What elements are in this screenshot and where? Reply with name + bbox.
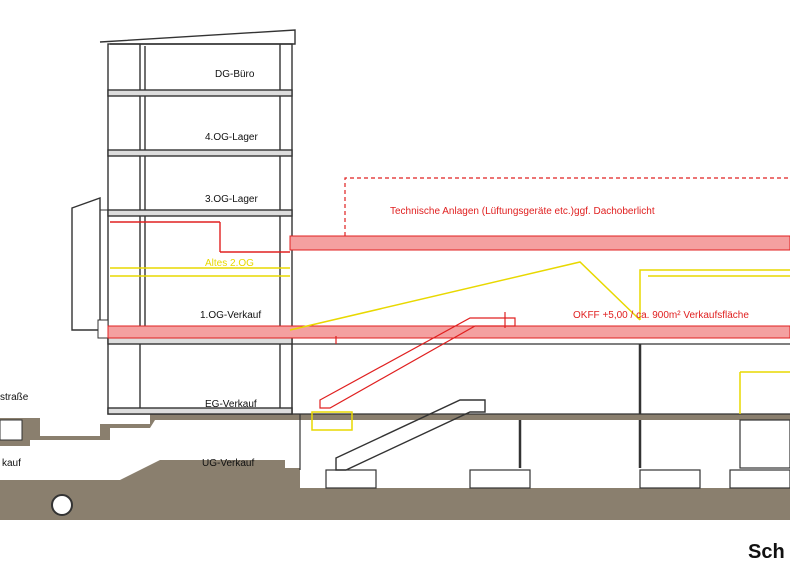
building-tower <box>99 29 296 415</box>
floor-label-og4: 4.OG-Lager <box>205 132 258 143</box>
floor-label-dg: DG-Büro <box>215 69 255 80</box>
annotation-technik: Technische Anlagen (Lüftungsgeräte etc.)… <box>390 206 655 217</box>
floor-label-og1: 1.OG-Verkauf <box>200 310 261 321</box>
escalator-landing <box>311 411 353 431</box>
red-slab-lower <box>107 325 790 339</box>
annotation-okff: OKFF +5,00 / ca. 900m² Verkaufsfläche <box>573 310 749 321</box>
floor-label-eg: EG-Verkauf <box>205 399 257 410</box>
escalator-lower <box>335 399 486 471</box>
street-label-strasse: straße <box>0 392 29 403</box>
extension-structure <box>291 343 790 489</box>
escalator-upper <box>319 312 516 409</box>
floor-label-og3: 3.OG-Lager <box>205 194 258 205</box>
section-title: Sch <box>748 541 785 563</box>
annotation-altes-og: Altes 2.OG <box>205 258 254 269</box>
street-label-kauf: kauf <box>2 458 21 469</box>
drain-pipe-icon <box>51 494 73 516</box>
technical-area-outline <box>344 177 790 236</box>
floor-label-ug: UG-Verkauf <box>202 458 254 469</box>
old-floor-outline <box>110 261 790 414</box>
red-slab-upper <box>110 221 790 253</box>
ground-mass <box>0 414 790 520</box>
facade-panel <box>71 197 109 339</box>
